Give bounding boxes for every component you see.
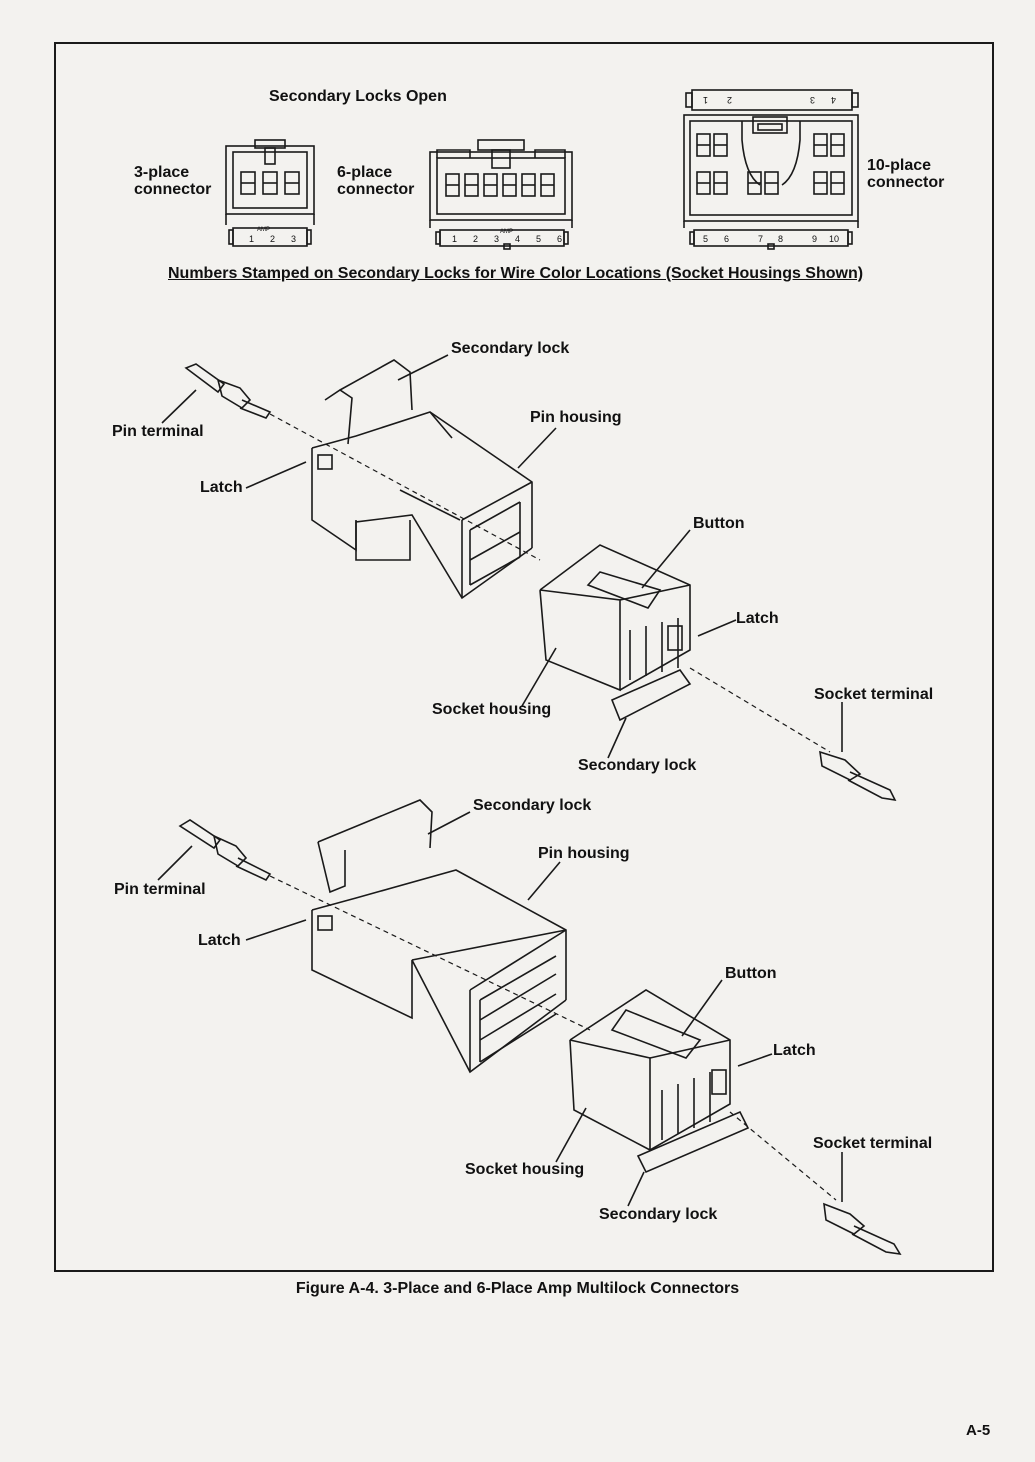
label-socket-housing: Socket housing	[465, 1161, 585, 1178]
lock-number: 1	[703, 95, 709, 105]
ten-place-connector-drawing	[683, 89, 859, 250]
label-latch: Latch	[198, 932, 241, 949]
three-place-label: 3-place connector	[134, 164, 212, 198]
lock-number: 2	[473, 234, 479, 244]
amp-mark: AMP	[257, 227, 271, 233]
label-pin-housing: Pin housing	[530, 409, 622, 426]
lock-number: 3	[810, 95, 816, 105]
lock-number: 8	[778, 234, 784, 244]
lock-number: 4	[515, 234, 521, 244]
lock-number: 6	[724, 234, 730, 244]
lock-number: 2	[270, 234, 276, 244]
label-socket-terminal: Socket terminal	[813, 1135, 933, 1152]
lock-number: 3	[494, 234, 500, 244]
lock-number: 6	[557, 234, 563, 244]
six-place-label: 6-place connector	[337, 164, 415, 198]
label-latch: Latch	[773, 1042, 816, 1059]
label-socket-housing: Socket housing	[432, 701, 552, 718]
lock-number: 3	[291, 234, 297, 244]
lock-number: 5	[703, 234, 709, 244]
lock-number: 9	[812, 234, 818, 244]
lock-number: 7	[758, 234, 764, 244]
secondary-locks-open-title: Secondary Locks Open	[269, 88, 447, 105]
amp-mark: AMP	[500, 229, 514, 235]
ten-place-label: 10-place connector	[867, 157, 945, 191]
three-place-connector-drawing	[225, 139, 315, 247]
label-button: Button	[693, 515, 745, 532]
figure-caption: Figure A-4. 3-Place and 6-Place Amp Mult…	[295, 1280, 740, 1297]
lock-number: 1	[452, 234, 458, 244]
label-socket-terminal: Socket terminal	[814, 686, 934, 703]
six-place-connector-drawing	[429, 139, 573, 250]
label-latch: Latch	[736, 610, 779, 627]
label-button: Button	[725, 965, 777, 982]
wire-color-note: Numbers Stamped on Secondary Locks for W…	[168, 265, 864, 282]
label-pin-housing: Pin housing	[538, 845, 630, 862]
lock-number: 5	[536, 234, 542, 244]
label-pin-terminal: Pin terminal	[112, 423, 204, 440]
label-secondary-lock: Secondary lock	[599, 1206, 718, 1223]
figure-frame	[54, 42, 994, 1272]
page-number: A-5	[966, 1422, 991, 1439]
lock-number: 1	[249, 234, 255, 244]
label-latch: Latch	[200, 479, 243, 496]
label-secondary-lock: Secondary lock	[578, 757, 697, 774]
assembly-1-drawing	[161, 354, 897, 802]
lock-number: 4	[831, 95, 837, 105]
label-secondary-lock: Secondary lock	[473, 797, 592, 814]
label-secondary-lock: Secondary lock	[451, 340, 570, 357]
label-pin-terminal: Pin terminal	[114, 881, 206, 898]
lock-number: 2	[727, 95, 733, 105]
assembly-2-drawing	[157, 799, 902, 1256]
lock-number: 10	[829, 234, 840, 244]
